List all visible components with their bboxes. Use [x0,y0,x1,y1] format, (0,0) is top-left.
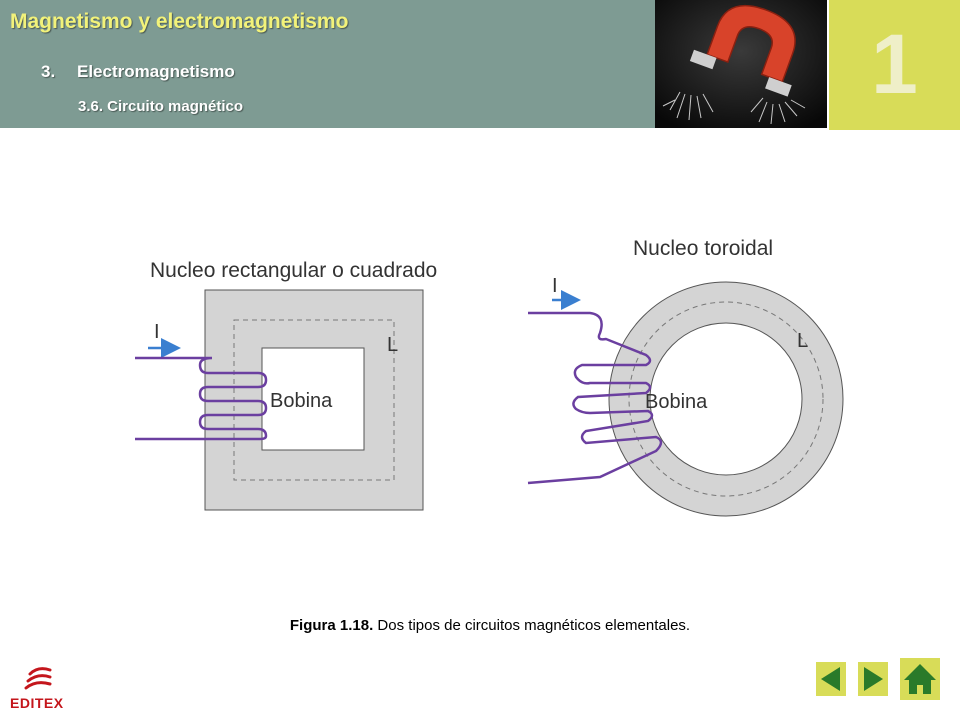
home-icon [904,664,936,694]
rect-core-title: Nucleo rectangular o cuadrado [150,259,437,282]
toroid-coil [527,311,663,485]
unit-number-box: 1 [829,0,960,130]
editex-logo-mark: EDITEX [10,667,64,711]
magnetic-circuits-figure: Nucleo rectangular o cuadrado L Bobina I… [135,237,844,517]
horseshoe-magnet-image [655,0,827,128]
section-title: Electromagnetismo [77,62,235,81]
editex-logo-text: EDITEX [10,695,64,711]
left-arrow-icon [821,667,840,691]
subsection-heading: 3.6. Circuito magnético [78,98,244,115]
next-slide-button[interactable] [858,662,888,696]
toroid-current-label: I [552,275,558,297]
page-title: Magnetismo y electromagnetismo [10,10,349,33]
unit-number: 1 [871,17,918,111]
toroid-path-label: L [797,330,808,352]
toroid-magnetic-path [628,301,824,497]
rect-coil-label: Bobina [270,390,333,412]
rectangular-core-diagram: Nucleo rectangular o cuadrado L Bobina I [135,259,437,511]
toroid-title: Nucleo toroidal [633,237,773,260]
section-heading: 3. Electromagnetismo [41,62,235,82]
toroid-hole [649,322,803,476]
editex-logo: EDITEX [8,662,74,712]
rect-coil [135,356,268,441]
toroidal-core-diagram: Nucleo toroidal L Bobina I [527,237,844,517]
magnet-photo [655,0,827,128]
rect-path-label: L [387,334,398,356]
home-button[interactable] [900,658,940,700]
figure-caption: Figura 1.18. Dos tipos de circuitos magn… [0,617,960,634]
rect-core-window [261,347,365,451]
figure-caption-number: Figura 1.18. [289,617,374,634]
previous-slide-button[interactable] [816,662,846,696]
right-arrow-icon [864,667,883,691]
toroid-coil-label: Bobina [645,391,708,413]
header-banner: Magnetismo y electromagnetismo 3. Electro… [0,0,655,128]
section-number: 3. [41,62,56,81]
rect-current-label: I [154,321,160,343]
figure-caption-text: Dos tipos de circuitos magnéticos elemen… [373,617,691,634]
